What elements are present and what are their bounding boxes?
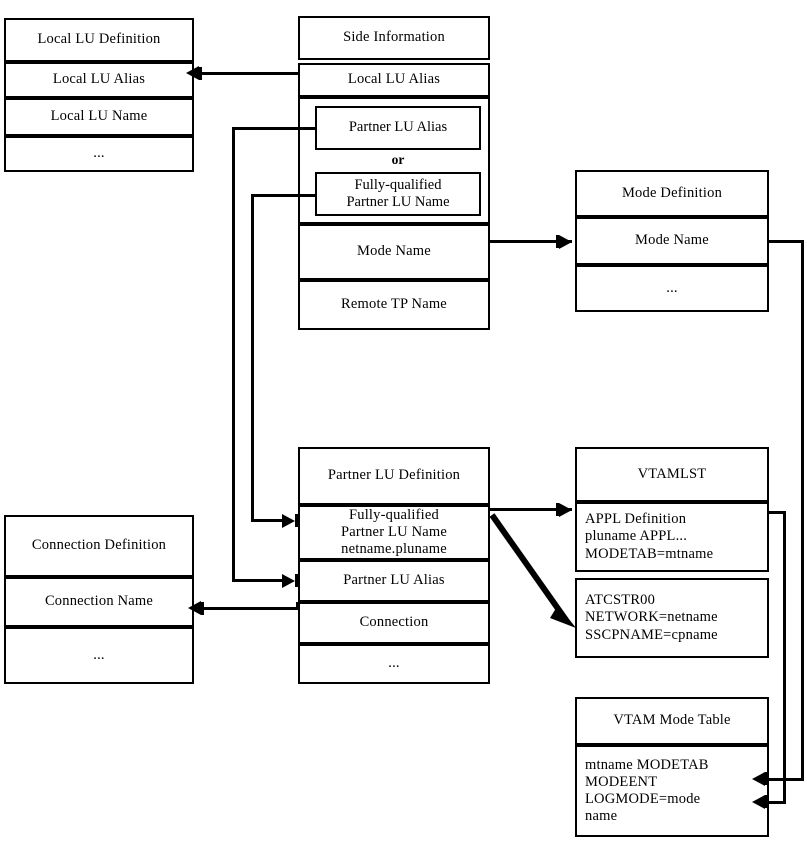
- connector-modetable-b-seg-h1: [769, 511, 786, 514]
- local-lu-definition-row-ellipsis: ...: [4, 136, 194, 172]
- connector-mode-name-arrowhead: [559, 235, 572, 249]
- mode-definition-title: Mode Definition: [575, 170, 769, 217]
- partner-lu-definition-row-connection: Connection: [298, 602, 490, 644]
- mode-definition-row-mode-name: Mode Name: [575, 217, 769, 265]
- connector-partner-lu-alias-arrowhead: [282, 574, 295, 588]
- connector-partner-lu-alias-seg-h1: [232, 127, 316, 130]
- vtam-mode-table-title: VTAM Mode Table: [575, 697, 769, 745]
- local-lu-definition-title: Local LU Definition: [4, 18, 194, 62]
- connector-fq-partner-lu-name-seg-h2: [251, 519, 284, 522]
- connector-modetable-b-tail: [765, 795, 768, 808]
- connector-local-lu-alias-arrowhead: [186, 66, 199, 80]
- connector-connection-seg-v: [296, 602, 299, 610]
- partner-lu-definition-row-partner-lu-alias: Partner LU Alias: [298, 560, 490, 602]
- local-lu-definition-row-local-lu-alias: Local LU Alias: [4, 62, 194, 98]
- connector-fq-partner-lu-name-tail: [295, 514, 298, 527]
- connector-local-lu-alias-line: [196, 72, 300, 75]
- connector-modetable-a-arrowhead: [752, 772, 765, 786]
- connector-partner-lu-alias-tail: [295, 574, 298, 587]
- connector-modetable-a-tail: [765, 772, 768, 785]
- connector-fq-partner-lu-name-arrowhead: [282, 514, 295, 528]
- connector-appl-definition-tail: [556, 503, 559, 516]
- partner-lu-definition-row-ellipsis: ...: [298, 644, 490, 684]
- mode-definition-row-ellipsis: ...: [575, 265, 769, 312]
- connector-mode-name-line: [490, 240, 572, 243]
- connector-connection-tail: [201, 602, 204, 615]
- side-information-row-local-lu-alias: Local LU Alias: [298, 63, 490, 97]
- side-information-or-label: or: [391, 152, 405, 167]
- connector-modetable-b-arrowhead: [752, 795, 765, 809]
- connector-connection-seg-h: [198, 607, 298, 610]
- partner-lu-definition-row-fq-name: Fully-qualified Partner LU Name netname.…: [298, 505, 490, 560]
- connector-appl-definition-arrowhead: [559, 503, 572, 517]
- local-lu-definition-row-local-lu-name: Local LU Name: [4, 98, 194, 136]
- side-information-title: Side Information: [298, 16, 490, 60]
- vtamlst-row-atcstr00: ATCSTR00 NETWORK=netname SSCPNAME=cpname: [575, 578, 769, 658]
- connection-definition-row-ellipsis: ...: [4, 627, 194, 684]
- connection-definition-row-connection-name: Connection Name: [4, 577, 194, 627]
- side-information-fq-partner-lu-name: Fully-qualified Partner LU Name: [315, 172, 481, 216]
- partner-lu-definition-title: Partner LU Definition: [298, 447, 490, 505]
- connector-partner-lu-alias-seg-h2: [232, 579, 284, 582]
- side-information-row-mode-name: Mode Name: [298, 224, 490, 280]
- connector-modetable-b-seg-h2: [764, 801, 786, 804]
- connector-modetable-a-seg-v: [801, 240, 804, 780]
- connector-local-lu-alias-tail: [199, 67, 202, 80]
- connector-connection-arrowhead: [188, 601, 201, 615]
- connector-modetable-a-seg-h1: [769, 240, 804, 243]
- connector-fq-partner-lu-name-seg-v: [251, 194, 254, 522]
- connector-modetable-b-seg-v: [783, 511, 786, 802]
- connector-mode-name-tail: [556, 235, 559, 248]
- connection-definition-title: Connection Definition: [4, 515, 194, 577]
- vtamlst-row-appl-definition: APPL Definition pluname APPL... MODETAB=…: [575, 502, 769, 572]
- connector-partner-lu-alias-seg-v: [232, 127, 235, 582]
- connector-fq-partner-lu-name-seg-h1: [251, 194, 317, 197]
- vtam-mode-table-row-entry: mtname MODETAB MODEENT LOGMODE=mode name: [575, 745, 769, 837]
- connector-appl-definition-line: [490, 508, 572, 511]
- side-information-partner-lu-alias: Partner LU Alias: [315, 106, 481, 150]
- side-information-row-remote-tp-name: Remote TP Name: [298, 280, 490, 330]
- vtamlst-title: VTAMLST: [575, 447, 769, 502]
